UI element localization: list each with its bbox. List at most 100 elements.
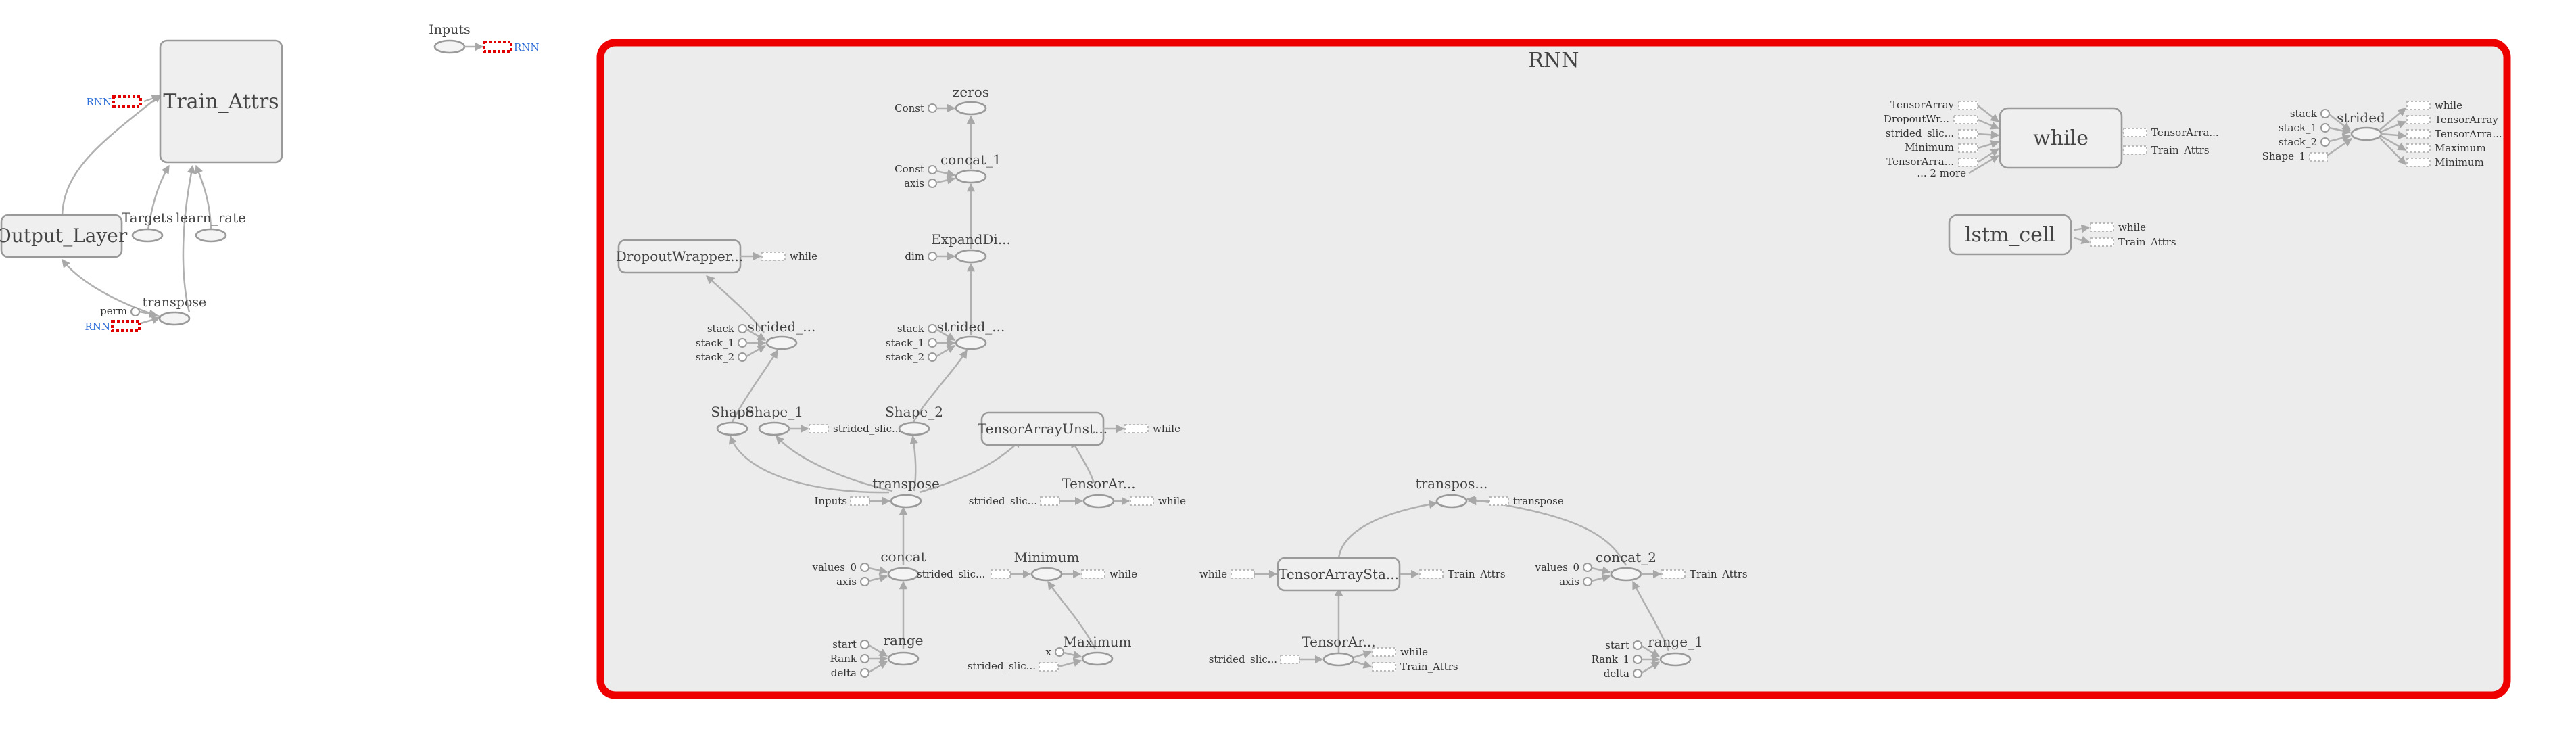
shape-1-out-stub[interactable] [809, 424, 829, 433]
while-in-4-stub[interactable] [1958, 158, 1978, 167]
range-1-node[interactable] [1659, 652, 1692, 667]
while-node[interactable] [1999, 107, 2123, 169]
while-in-3-stub[interactable] [1958, 143, 1978, 153]
strided-2-in-2: stack_2 [886, 351, 924, 363]
inputs-node[interactable] [433, 39, 466, 54]
transpos-top-out-stub[interactable] [1489, 496, 1509, 506]
shape-1-node[interactable] [758, 421, 790, 436]
edge-lstm-out-2 [2074, 236, 2091, 245]
rnn-frame[interactable] [596, 39, 2511, 699]
edge-const-to-concat1 [936, 169, 956, 178]
concat-out-stub[interactable] [991, 569, 1011, 579]
strided-out-1-stub[interactable] [2406, 115, 2431, 124]
transpose-in-stub[interactable] [850, 496, 870, 506]
maximum-in-0-icon [1055, 647, 1064, 657]
lstm-cell-out-0-stub[interactable] [2090, 222, 2114, 232]
shape-label: Shape [711, 404, 753, 420]
concat-1-node[interactable] [955, 169, 987, 184]
minimum-node[interactable] [1030, 567, 1063, 582]
concat-out-label: strided_slic... [917, 568, 985, 580]
while-out-0-stub[interactable] [2123, 128, 2147, 137]
range-label: range [883, 632, 923, 649]
dropout-out-stub[interactable] [761, 252, 786, 261]
shape-node[interactable] [716, 421, 748, 436]
transpos-top-node[interactable] [1435, 494, 1468, 509]
inputs-label: Inputs [429, 22, 471, 37]
strided-2-in-2-icon [928, 352, 937, 362]
edge-shape2-to-strided2 [912, 349, 968, 423]
tensor-ar-2-out-1-stub[interactable] [1372, 662, 1396, 672]
targets-node[interactable] [131, 228, 164, 243]
maximum-node[interactable] [1081, 651, 1114, 666]
concat-2-out-stub[interactable] [1661, 569, 1686, 579]
minimum-label: Minimum [1014, 549, 1080, 565]
tensor-array-sta-in-stub[interactable] [1231, 569, 1255, 579]
shape-2-node[interactable] [898, 421, 930, 436]
tensor-ar-2-node[interactable] [1322, 652, 1355, 667]
edge-x-to-maximum [1063, 651, 1082, 659]
edge-learnrate-to-train [195, 164, 212, 235]
maximum-label: Maximum [1064, 634, 1132, 650]
range-1-in-2: delta [1604, 667, 1629, 680]
tensor-ar-1-node[interactable] [1082, 494, 1115, 509]
edge-strided-out2 [2381, 131, 2407, 140]
while-in-1-stub[interactable] [1953, 115, 1978, 124]
strided-out-4-stub[interactable] [2406, 158, 2431, 167]
rnn-link-label-bottom[interactable]: RNN [85, 321, 110, 333]
strided-in-3-stub[interactable] [2309, 152, 2328, 162]
edge-range1-to-concat2 [1631, 580, 1670, 651]
tensor-ar-2-out-0-stub[interactable] [1372, 647, 1396, 657]
transpose-outside-node[interactable] [158, 311, 191, 326]
tensor-ar-1-out-stub[interactable] [1130, 496, 1154, 506]
outside-group: Train_Attrs RNN Output_Layer Targets lea… [0, 22, 540, 333]
maximum-in-1-stub[interactable] [1039, 662, 1059, 672]
strided-1-in-2: stack_2 [696, 351, 734, 363]
edge-rnn-to-train [143, 94, 161, 103]
strided-1-node[interactable] [765, 335, 798, 350]
tensor-array-unst-out-stub[interactable] [1124, 424, 1149, 433]
edge-range-in0 [868, 644, 888, 657]
tensor-ar-1-out-label: while [1158, 495, 1186, 507]
tensor-ar-1-in-stub[interactable] [1040, 496, 1060, 506]
edge-s2-in2 [936, 344, 956, 358]
range-node[interactable] [887, 651, 920, 666]
strided-out-2: TensorArra... [2435, 128, 2502, 140]
concat-node[interactable] [887, 567, 920, 582]
lstm-cell-node[interactable] [1948, 214, 2072, 256]
tensor-array-sta-out-stub[interactable] [1419, 569, 1444, 579]
edge-transpose-to-output [62, 259, 160, 318]
strided-2-node[interactable] [955, 335, 987, 350]
train-attrs-node[interactable] [159, 39, 283, 164]
concat-in-0-icon [860, 563, 869, 572]
output-layer-node[interactable] [0, 214, 123, 258]
strided-out-0-stub[interactable] [2406, 101, 2431, 110]
range-in-2: delta [831, 667, 857, 679]
while-out-1-stub[interactable] [2123, 145, 2147, 155]
zeros-node[interactable] [955, 101, 987, 116]
strided-right-node[interactable] [2350, 126, 2383, 141]
concat-2-node[interactable] [1610, 567, 1642, 582]
inputs-rnn-link-node[interactable] [483, 41, 512, 53]
while-in-0-stub[interactable] [1958, 101, 1978, 110]
expand-dims-node[interactable] [955, 249, 987, 264]
tensor-ar-2-in-stub[interactable] [1280, 655, 1300, 664]
lstm-cell-out-0: while [2118, 221, 2146, 233]
rnn-link-label-top[interactable]: RNN [86, 96, 112, 108]
edge-strided-in3 [2327, 137, 2353, 157]
concat-2-in-0: values_0 [1535, 561, 1580, 573]
lstm-cell-out-1-stub[interactable] [2090, 237, 2114, 247]
rnn-link-node-bottom[interactable] [111, 320, 141, 332]
strided-out-2-stub[interactable] [2406, 129, 2431, 139]
inputs-rnn-link-label[interactable]: RNN [514, 41, 540, 53]
minimum-out-stub[interactable] [1081, 569, 1105, 579]
concat-2-out-label: Train_Attrs [1690, 568, 1748, 580]
transpose-node[interactable] [890, 494, 922, 509]
edge-strided-out1 [2380, 120, 2407, 133]
rnn-link-node-top[interactable] [112, 95, 142, 108]
while-in-2-stub[interactable] [1958, 129, 1978, 139]
learn-rate-node[interactable] [195, 228, 227, 243]
edge-strided-in1 [2329, 126, 2352, 135]
strided-out-3-stub[interactable] [2406, 143, 2431, 153]
edge-s2-in0 [936, 328, 956, 342]
